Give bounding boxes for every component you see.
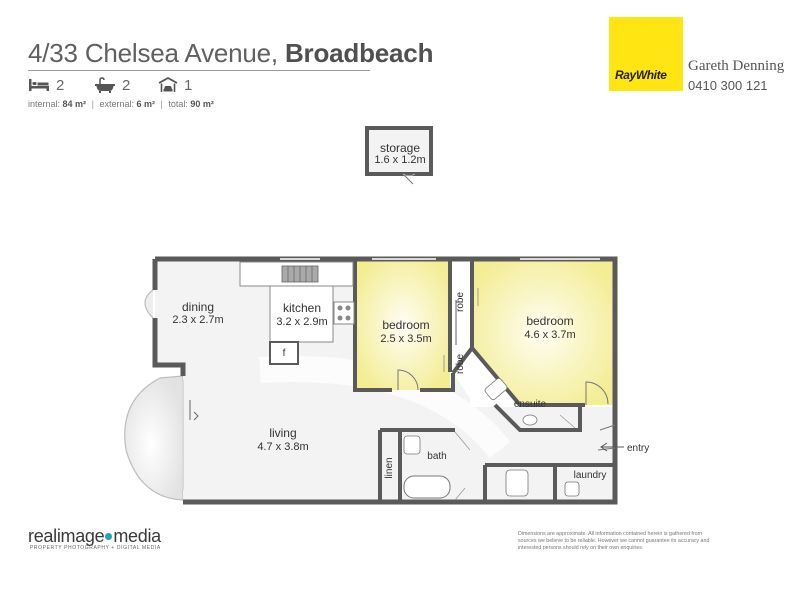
parking-feature: 1 <box>158 76 192 94</box>
external-label: external: <box>99 99 134 109</box>
parking-count: 1 <box>184 76 193 94</box>
bedroom-2-dims: 2.5 x 3.5m <box>380 333 431 345</box>
ensuite-label: ensuite <box>514 399 547 410</box>
bedroom-1-door <box>585 381 609 405</box>
bedroom-1-label: bedroom <box>526 314 573 328</box>
dining-dims: 2.3 x 2.7m <box>172 314 223 326</box>
living-label: living <box>269 426 296 440</box>
realimage-media-logo: realimage media <box>28 526 161 547</box>
bedroom-1-dims: 4.6 x 3.7m <box>524 329 575 341</box>
bath-icon <box>95 77 115 93</box>
dining-label: dining <box>182 300 214 314</box>
bedroom-2-door <box>397 369 419 391</box>
living-slider-door <box>189 400 199 421</box>
internal-value: 84 m² <box>62 99 87 109</box>
raywhite-logo-text: RayWhite <box>615 68 667 82</box>
kitchen-label: kitchen <box>283 301 321 315</box>
title-divider <box>28 70 370 71</box>
entry-arrow-icon <box>600 442 608 452</box>
storage-label: storage <box>380 141 420 155</box>
bedrooms-count: 2 <box>56 76 65 94</box>
windows <box>182 258 600 490</box>
bath-label: bath <box>427 451 446 462</box>
address-line: 4/33 Chelsea Avenue, <box>28 38 278 68</box>
suburb: Broadbeach <box>284 38 434 68</box>
fridge-label: f <box>283 348 286 359</box>
linen-label: linen <box>384 457 395 478</box>
storage-dims: 1.6 x 1.2m <box>374 154 425 166</box>
kitchen-joinery <box>239 261 355 365</box>
interior-walls <box>353 259 615 500</box>
storage-room: storage 1.6 x 1.2m <box>365 126 433 185</box>
robe-lower-label: robe <box>455 354 466 374</box>
bathrooms-feature: 2 <box>94 76 130 94</box>
agent-name: Gareth Denning <box>688 58 785 74</box>
bedrooms-feature: 2 <box>28 76 64 94</box>
bedroom-2-floor <box>357 260 450 390</box>
bedroom-2-label: bedroom <box>382 318 429 332</box>
bathrooms-count: 2 <box>122 76 131 94</box>
total-value: 90 m² <box>190 99 214 109</box>
robe-upper-label: robe <box>455 292 466 312</box>
ensuite-fixtures <box>484 378 576 429</box>
realimage-tagline: PROPERTY PHOTOGRAPHY + DIGITAL MEDIA <box>30 545 161 551</box>
bathroom-fixtures <box>403 431 580 501</box>
internal-label: internal: <box>28 99 61 109</box>
logo-dot-icon <box>105 532 113 540</box>
total-label: total: <box>168 99 188 109</box>
property-address: 4/33 Chelsea Avenue, Broadbeach <box>28 38 433 69</box>
agent-phone: 0410 300 121 <box>688 78 768 93</box>
media-text: media <box>113 526 161 546</box>
raywhite-logo: RayWhite <box>609 17 683 91</box>
bay-window <box>144 289 154 319</box>
kitchen-dims: 3.2 x 2.9m <box>276 316 327 328</box>
realimage-text: realimage <box>28 526 105 546</box>
entry-label: entry <box>627 443 649 454</box>
living-dims: 4.7 x 3.8m <box>257 441 308 453</box>
laundry-label: laundry <box>574 470 607 481</box>
bed-icon <box>29 79 49 91</box>
disclaimer: Dimensions are approximate. All informat… <box>518 531 710 551</box>
garage-icon <box>158 77 178 92</box>
external-value: 6 m² <box>136 99 155 109</box>
area-summary: internal: 84 m² | external: 6 m² | total… <box>28 99 214 109</box>
balcony <box>124 375 184 501</box>
entry-door <box>597 424 616 451</box>
bedroom-1-floor <box>472 260 613 405</box>
